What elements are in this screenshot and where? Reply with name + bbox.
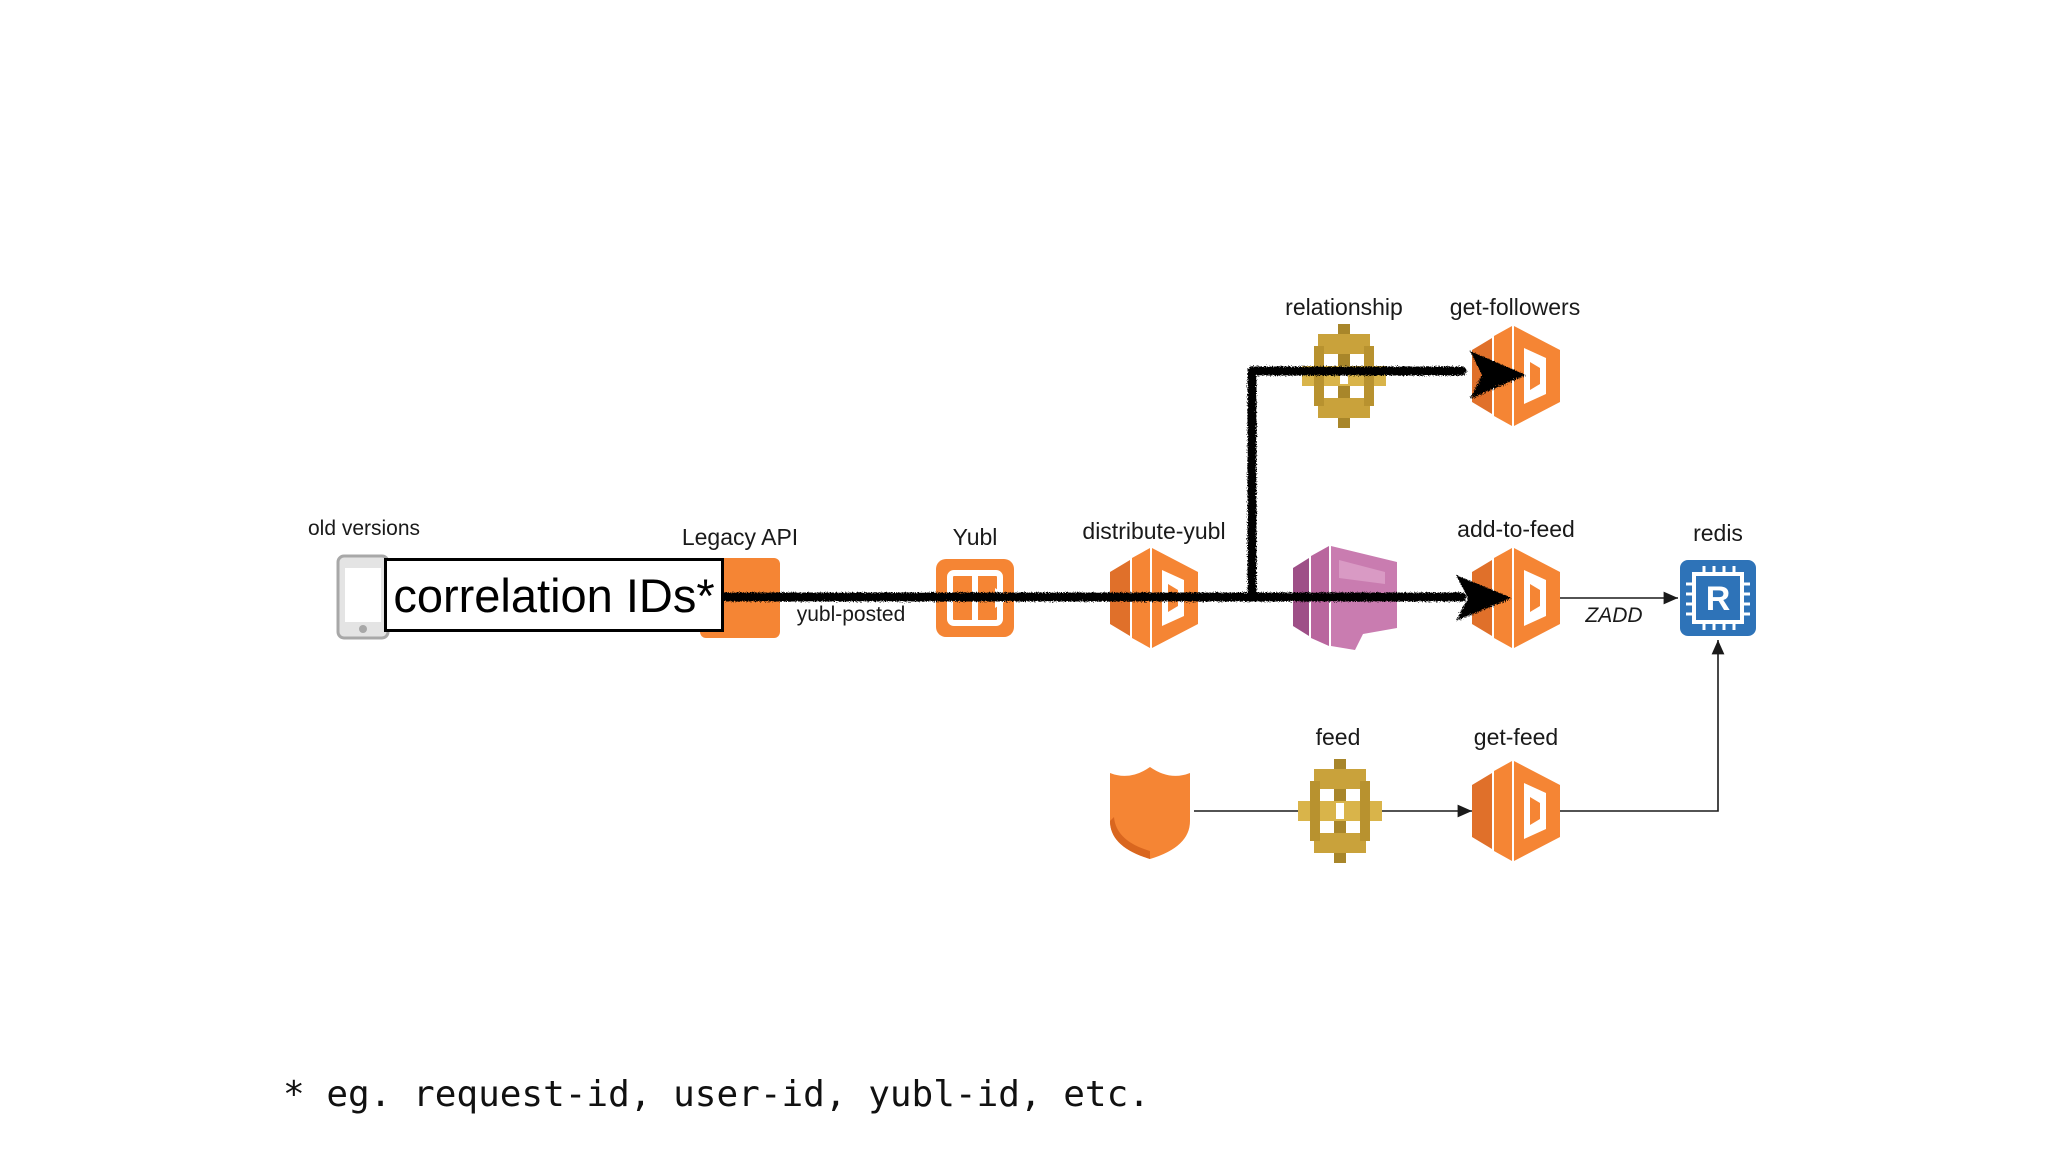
lambda-icon <box>1472 761 1560 861</box>
scribble-arrowhead <box>1456 351 1526 621</box>
label-get-followers: get-followers <box>1449 294 1581 320</box>
label-redis: redis <box>1693 520 1743 546</box>
edge-get-feed-redis <box>1560 640 1725 812</box>
label-add-to-feed: add-to-feed <box>1457 516 1575 542</box>
correlation-ids-callout: correlation IDs* <box>384 558 724 632</box>
label-old-versions: old versions <box>307 517 421 540</box>
label-relationship: relationship <box>1285 294 1403 320</box>
redis-icon: R <box>1680 560 1756 636</box>
api-gateway-icon <box>1298 759 1382 863</box>
label-zadd: ZADD <box>1585 604 1643 627</box>
label-get-feed: get-feed <box>1473 724 1559 750</box>
label-legacy-api: Legacy API <box>681 524 799 550</box>
phone-icon <box>336 554 390 640</box>
label-yubl-posted: yubl-posted <box>796 603 906 626</box>
correlation-path <box>719 366 1467 602</box>
label-distribute-yubl: distribute-yubl <box>1082 518 1226 544</box>
shield-icon <box>1110 767 1190 859</box>
label-yubl: Yubl <box>952 524 998 550</box>
footnote: * eg. request-id, user-id, yubl-id, etc. <box>283 1074 1150 1115</box>
label-feed: feed <box>1315 724 1361 750</box>
api-gateway-icon <box>1302 324 1386 428</box>
svg-text:R: R <box>1706 580 1731 618</box>
